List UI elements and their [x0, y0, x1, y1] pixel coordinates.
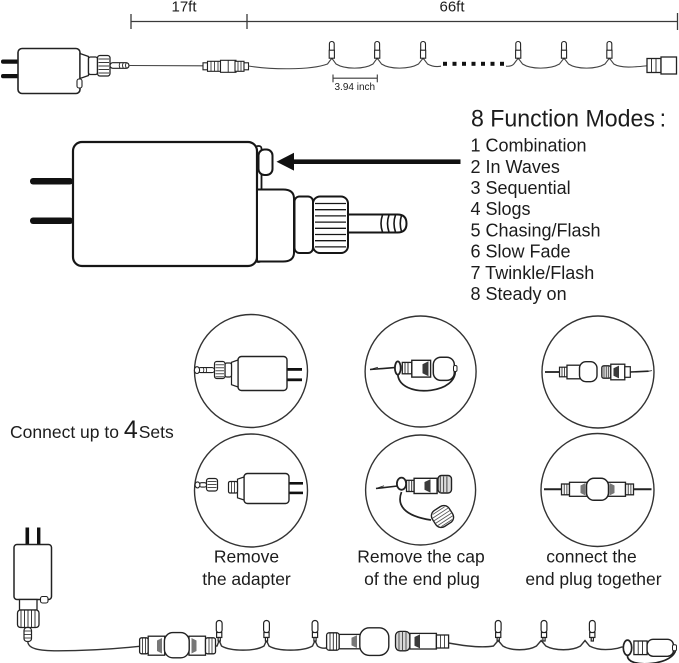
- svg-text:of the end plug: of the end plug: [364, 569, 480, 589]
- svg-text:17ft: 17ft: [171, 0, 197, 16]
- svg-text:8 Steady on: 8 Steady on: [471, 284, 567, 304]
- svg-text:Remove: Remove: [214, 547, 279, 567]
- svg-text:66ft: 66ft: [439, 0, 465, 16]
- svg-text:connect the: connect the: [546, 547, 636, 567]
- svg-text:Remove the cap: Remove the cap: [357, 547, 484, 567]
- svg-text:end plug together: end plug together: [525, 569, 661, 589]
- svg-text:3 Sequential: 3 Sequential: [471, 178, 571, 198]
- svg-text:6 Slow Fade: 6 Slow Fade: [471, 242, 571, 262]
- svg-text:8 Function Modes :: 8 Function Modes :: [471, 106, 666, 133]
- svg-text:7 Twinkle/Flash: 7 Twinkle/Flash: [471, 263, 595, 283]
- svg-text:2 In Waves: 2 In Waves: [471, 157, 560, 177]
- svg-text:4 Slogs: 4 Slogs: [471, 199, 531, 219]
- svg-text:5 Chasing/Flash: 5 Chasing/Flash: [471, 220, 601, 240]
- svg-text:3.94 inch: 3.94 inch: [335, 82, 376, 93]
- svg-text:1 Combination: 1 Combination: [471, 136, 587, 156]
- svg-text:the adapter: the adapter: [202, 569, 291, 589]
